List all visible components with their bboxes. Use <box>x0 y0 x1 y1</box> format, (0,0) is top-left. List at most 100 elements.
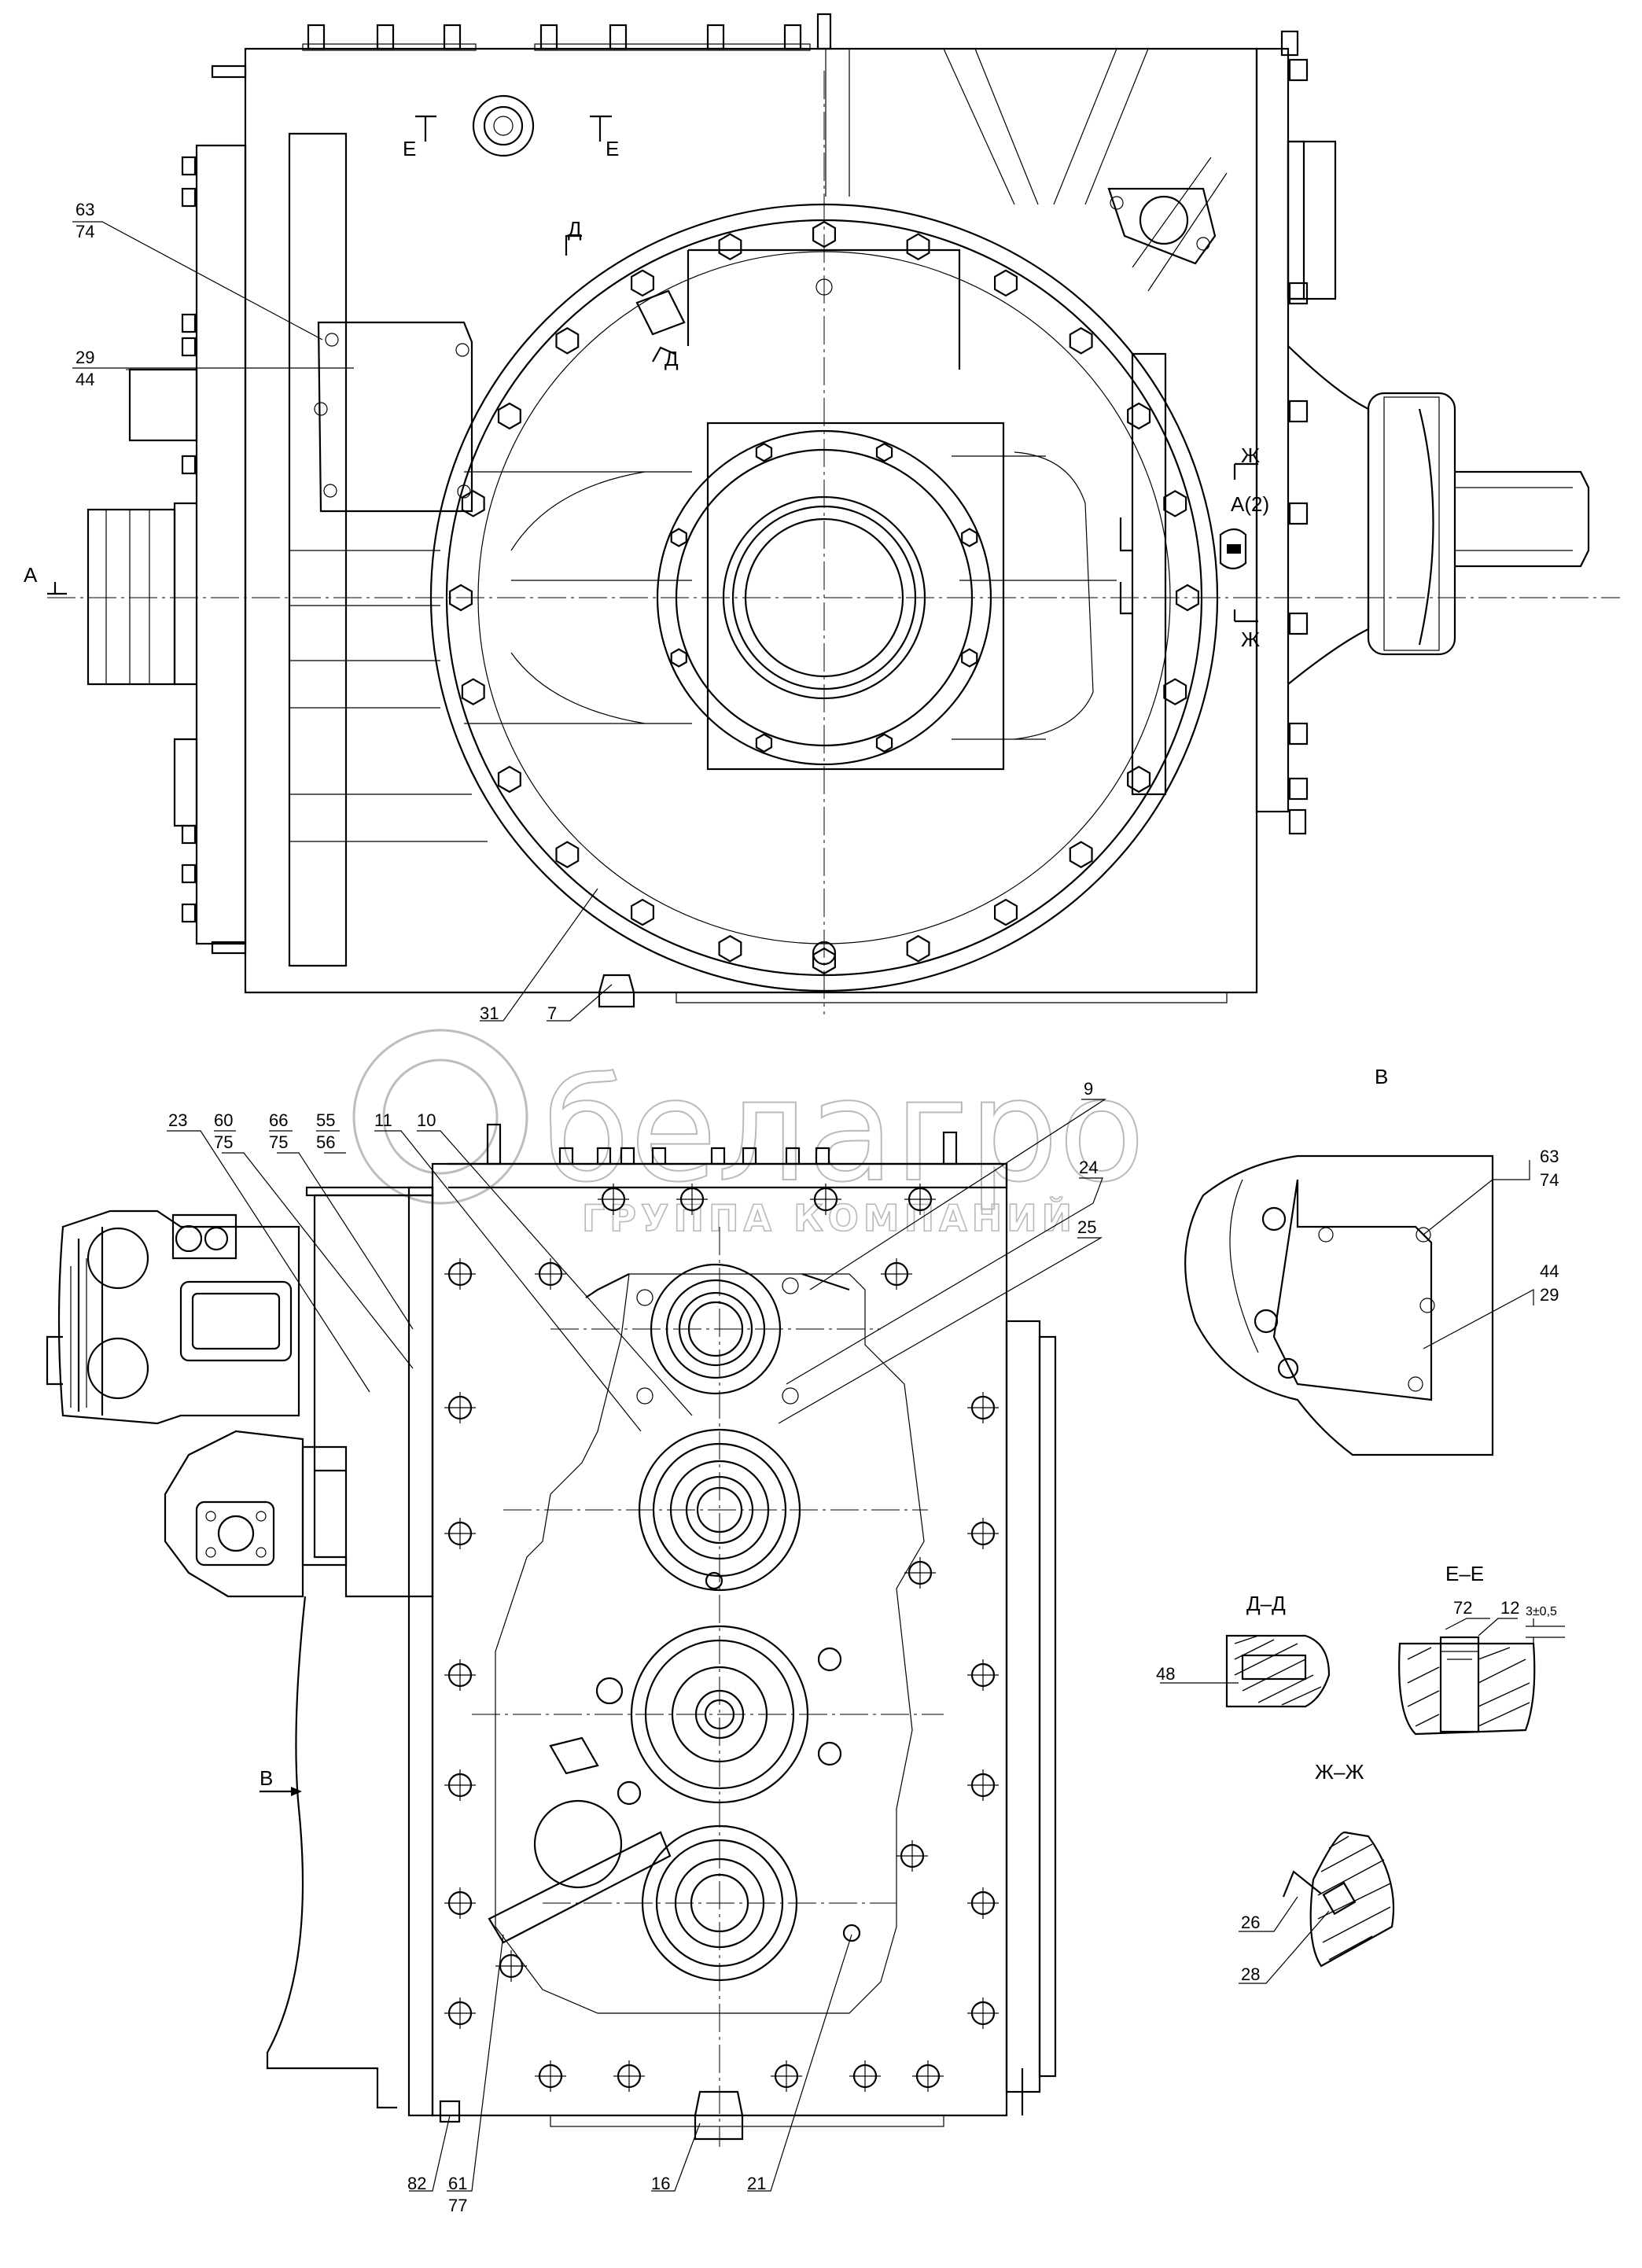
bolt-centerline <box>904 1557 936 1589</box>
section-e-e-title: Е–Е <box>1445 1562 1484 1585</box>
bolt-centerline <box>771 2060 802 2092</box>
bolt-centerline <box>967 1392 999 1423</box>
svg-text:28: 28 <box>1241 1964 1260 1984</box>
svg-text:29: 29 <box>1540 1285 1559 1305</box>
callout-31: 31 <box>480 888 598 1023</box>
bolt-centerline <box>881 1258 912 1290</box>
bolt-centerline <box>444 1518 476 1549</box>
hex-bolt <box>718 935 742 963</box>
view-arrow-b: В <box>260 1766 302 1796</box>
bolt-centerline <box>904 1184 936 1215</box>
section-mark-e-right: Е <box>606 137 619 160</box>
svg-text:11: 11 <box>374 1110 392 1130</box>
svg-text:60: 60 <box>214 1110 233 1130</box>
bolt-centerline <box>535 2060 566 2092</box>
bolt-centerline <box>967 1769 999 1801</box>
svg-text:44: 44 <box>75 370 94 389</box>
section-e-e-dimension: 3±0,5 <box>1526 1605 1557 1618</box>
svg-text:77: 77 <box>448 2196 467 2215</box>
svg-text:72: 72 <box>1453 1598 1472 1618</box>
section-mark-zh-bottom: Ж <box>1241 628 1260 651</box>
svg-text:63: 63 <box>1540 1147 1559 1166</box>
hex-bolt <box>875 733 893 753</box>
detail-view-b-title: В <box>1375 1065 1388 1088</box>
hydraulic-pump <box>46 1209 300 1425</box>
svg-text:44: 44 <box>1540 1261 1559 1281</box>
section-mark-d-bottom: Д <box>665 347 679 370</box>
svg-text:24: 24 <box>1079 1158 1098 1177</box>
filler-plug <box>635 289 686 336</box>
hex-bolt <box>555 841 580 868</box>
svg-text:10: 10 <box>417 1110 436 1130</box>
bolt-centerline <box>613 2060 645 2092</box>
bolt-centerline <box>535 1258 566 1290</box>
svg-text:56: 56 <box>316 1132 335 1152</box>
section-d-d: Д–Д 48 <box>1156 1592 1331 1708</box>
top-breather-boss <box>472 94 535 157</box>
hex-bolt <box>1163 678 1187 705</box>
bolt-centerline <box>967 1997 999 2029</box>
sight-glass <box>533 1799 623 1889</box>
svg-text:7: 7 <box>547 1003 557 1023</box>
top-bolts <box>302 13 832 51</box>
left-housing-curve <box>266 1596 397 2109</box>
watermark-brand: белагро <box>543 1049 1145 1213</box>
shift-fork <box>488 1831 672 1944</box>
top-inspection-window <box>687 249 961 370</box>
top-view: Е Е <box>24 13 1620 1023</box>
left-bolts <box>181 64 247 955</box>
hex-bolt <box>961 528 978 547</box>
section-e-e: Е–Е 72 12 3±0,5 <box>1398 1562 1565 1736</box>
bottom-drain-plug <box>598 974 635 1008</box>
svg-text:75: 75 <box>269 1132 288 1152</box>
bottom-callouts-bottom: 82 61 77 16 21 <box>407 1934 852 2215</box>
left-flange-face <box>87 508 176 686</box>
section-mark-a-right: А(2) <box>1231 492 1269 516</box>
body-bolts <box>444 1184 999 2092</box>
hex-bolt <box>993 898 1018 926</box>
watermark-logo-inner <box>382 1059 499 1175</box>
access-cover <box>317 321 473 513</box>
left-cover <box>313 1194 434 1598</box>
hex-bolt <box>555 327 580 355</box>
svg-text:В: В <box>260 1766 273 1790</box>
bearing-cover-bolts <box>670 442 978 753</box>
detail-view-b: В 63 74 44 29 <box>1184 1065 1559 1456</box>
svg-text:66: 66 <box>269 1110 288 1130</box>
hex-bolt <box>755 442 773 462</box>
bolt-centerline <box>896 1840 928 1872</box>
output-flange <box>1367 392 1456 656</box>
hex-bolt <box>630 898 655 926</box>
svg-text:25: 25 <box>1077 1217 1096 1237</box>
callout-29-44: 29 44 <box>72 348 354 389</box>
hex-bolt <box>755 733 773 753</box>
bolt-centerline <box>495 1950 527 1982</box>
bolt-centerline <box>967 1518 999 1549</box>
right-bolts <box>1280 30 1309 835</box>
drain-plug-right <box>1219 528 1247 570</box>
bolt-centerline <box>967 1887 999 1919</box>
bolt-centerline <box>444 1997 476 2029</box>
callout-7: 7 <box>547 984 613 1023</box>
watermark-tagline: ГРУППА КОМПАНИЙ <box>582 1197 1077 1239</box>
hex-bolt <box>906 935 930 963</box>
section-zh-zh-title: Ж–Ж <box>1315 1760 1364 1784</box>
svg-text:29: 29 <box>75 348 94 367</box>
hex-bolt <box>497 765 521 793</box>
svg-text:82: 82 <box>407 2174 426 2193</box>
section-mark-d-top: Д <box>568 217 582 241</box>
hex-bolt <box>461 490 485 517</box>
hex-bolt <box>961 648 978 668</box>
watermark-logo-ring <box>352 1029 528 1205</box>
drive-gear <box>595 1625 842 1806</box>
svg-text:48: 48 <box>1156 1664 1175 1684</box>
svg-text:74: 74 <box>75 222 94 241</box>
svg-text:26: 26 <box>1241 1913 1260 1932</box>
hex-bolt <box>875 442 893 462</box>
section-d-d-title: Д–Д <box>1246 1592 1286 1615</box>
housing-inner-edge <box>289 550 488 842</box>
right-flange <box>1255 47 1290 813</box>
hex-bolt <box>993 269 1018 297</box>
